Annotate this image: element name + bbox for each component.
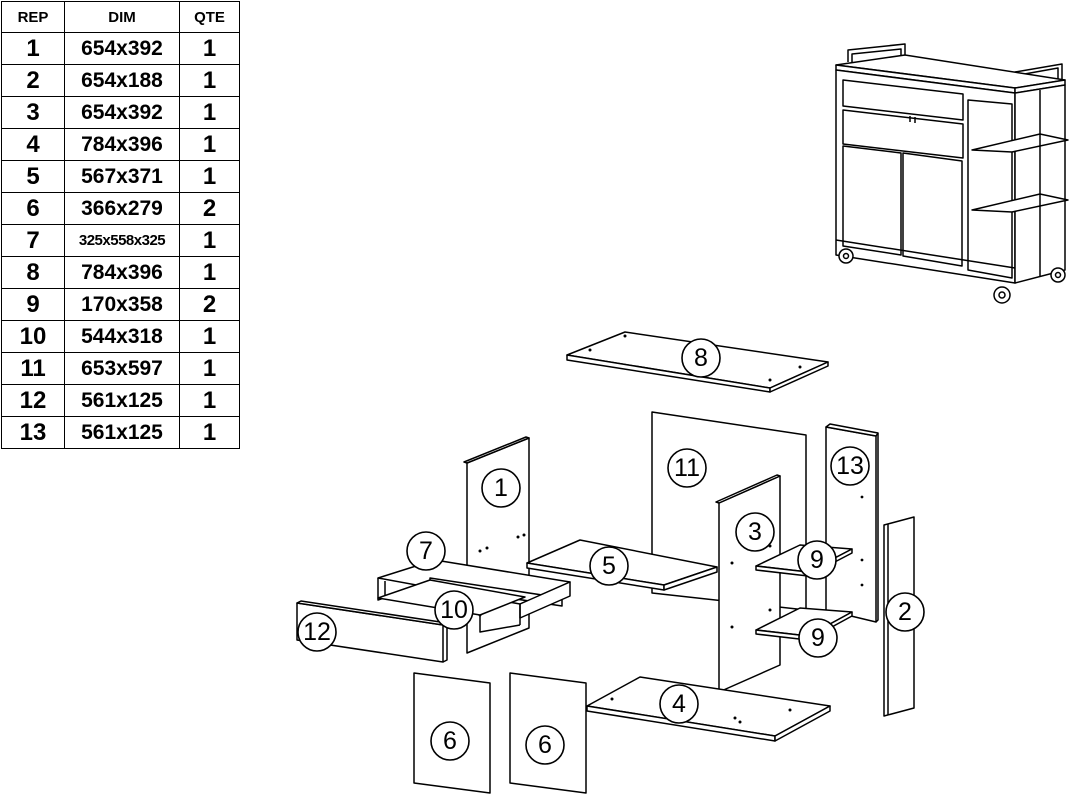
callout-5: 5 — [589, 546, 629, 586]
cell-dim: 170x358 — [64, 288, 180, 321]
cell-dim: 654x188 — [64, 64, 180, 97]
callout-8: 8 — [681, 338, 721, 378]
cell-qte: 1 — [179, 128, 240, 161]
svg-text:1: 1 — [494, 474, 508, 502]
callout-2: 2 — [885, 592, 925, 632]
cell-rep: 11 — [1, 352, 65, 385]
cell-qte: 1 — [179, 32, 240, 65]
callout-9-lower: 9 — [798, 618, 838, 658]
callout-3: 3 — [735, 512, 775, 552]
cell-rep: 1 — [1, 32, 65, 65]
cell-rep: 2 — [1, 64, 65, 97]
svg-text:10: 10 — [440, 596, 468, 624]
svg-text:6: 6 — [443, 727, 457, 755]
cell-rep: 12 — [1, 384, 65, 417]
svg-text:4: 4 — [672, 690, 686, 718]
cell-dim: 653x597 — [64, 352, 180, 385]
cell-dim: 654x392 — [64, 96, 180, 129]
cell-qte: 1 — [179, 224, 240, 257]
callout-1: 1 — [481, 468, 521, 508]
svg-text:9: 9 — [810, 546, 824, 574]
cell-dim: 784x396 — [64, 128, 180, 161]
part-12-drawer-front — [296, 600, 448, 663]
svg-text:12: 12 — [303, 618, 331, 646]
cell-qte: 1 — [179, 256, 240, 289]
cell-qte: 2 — [179, 192, 240, 225]
cell-qte: 1 — [179, 320, 240, 353]
cell-qte: 2 — [179, 288, 240, 321]
callout-6-right: 6 — [525, 725, 565, 765]
svg-text:7: 7 — [419, 537, 433, 565]
callout-6-left: 6 — [430, 721, 470, 761]
svg-text:2: 2 — [898, 598, 912, 626]
callout-10: 10 — [434, 590, 474, 630]
cell-dim: 366x279 — [64, 192, 180, 225]
cell-dim: 561x125 — [64, 384, 180, 417]
cell-rep: 8 — [1, 256, 65, 289]
callout-9-upper: 9 — [797, 540, 837, 580]
svg-text:6: 6 — [538, 731, 552, 759]
callout-11: 11 — [667, 448, 707, 488]
assembled-cart-illustration — [835, 43, 1069, 304]
table-header-row: REP DIM QTE — [1, 1, 240, 33]
cell-dim: 784x396 — [64, 256, 180, 289]
svg-text:5: 5 — [602, 552, 616, 580]
callout-13: 13 — [830, 446, 870, 486]
header-dim: DIM — [64, 1, 180, 33]
cell-rep: 10 — [1, 320, 65, 353]
part-3-divider-panel — [715, 474, 781, 693]
cell-rep: 13 — [1, 416, 65, 449]
cell-qte: 1 — [179, 416, 240, 449]
cell-rep: 9 — [1, 288, 65, 321]
cell-qte: 1 — [179, 64, 240, 97]
part-4-bottom-board — [586, 676, 831, 742]
callout-7: 7 — [406, 531, 446, 571]
svg-text:9: 9 — [811, 624, 825, 652]
cell-rep: 3 — [1, 96, 65, 129]
svg-text:13: 13 — [836, 452, 864, 480]
cell-qte: 1 — [179, 96, 240, 129]
callout-4: 4 — [659, 684, 699, 724]
header-rep: REP — [1, 1, 65, 33]
cell-qte: 1 — [179, 384, 240, 417]
cell-dim: 544x318 — [64, 320, 180, 353]
svg-text:3: 3 — [748, 518, 762, 546]
cell-rep: 5 — [1, 160, 65, 193]
callout-12: 12 — [297, 612, 337, 652]
cell-dim: 567x371 — [64, 160, 180, 193]
svg-text:8: 8 — [694, 344, 708, 372]
svg-text:11: 11 — [674, 454, 700, 482]
